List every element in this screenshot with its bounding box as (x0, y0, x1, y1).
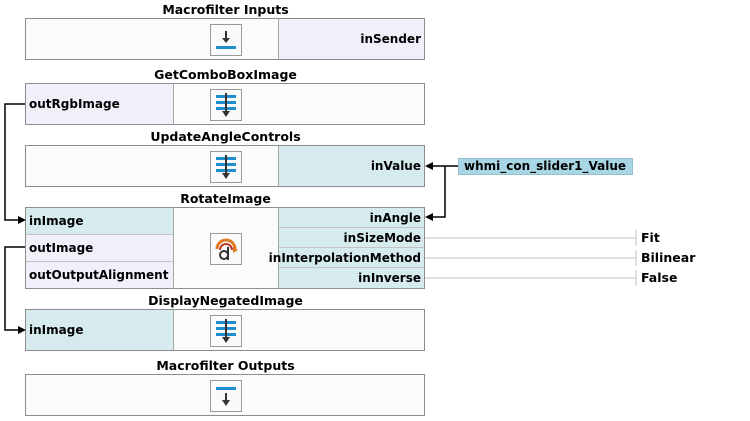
port-in-image-display[interactable]: inImage (29, 323, 84, 337)
rotate-image-icon (210, 233, 242, 265)
port-in-angle[interactable]: inAngle (279, 208, 424, 228)
rotate-image-left-column: inImage outImage outOutputAlignment (26, 208, 174, 288)
rotate-image-block[interactable]: inImage outImage outOutputAlignment inAn… (25, 207, 425, 289)
port-in-inverse[interactable]: inInverse (279, 268, 424, 288)
macrofilter-inputs-right-column: inSender (278, 19, 424, 59)
wire-external-to-in-angle (430, 166, 446, 218)
port-in-interpolation-method[interactable]: inInterpolationMethod (269, 248, 424, 268)
param-value-inverse[interactable]: False (641, 270, 678, 285)
port-in-image[interactable]: inImage (26, 208, 173, 235)
port-in-size-mode[interactable]: inSizeMode (279, 228, 424, 248)
rotate-image-title: RotateImage (180, 191, 271, 206)
arrow-head-rotate-in-image (18, 216, 26, 224)
param-value-interpolation-method[interactable]: Bilinear (641, 250, 696, 265)
wire-rotate-out-to-display (4, 246, 25, 331)
get-combo-box-image-block[interactable]: outRgbImage (25, 83, 425, 125)
macrofilter-outputs-block[interactable] (25, 374, 425, 416)
display-negated-image-left-column: inImage (26, 310, 174, 350)
arrow-head-in-value (425, 162, 433, 170)
rotate-image-right-column: inAngle inSizeMode inInterpolationMethod… (269, 208, 424, 288)
external-input-slider-value[interactable]: whmi_con_slider1_Value (458, 158, 633, 175)
stacked-bars-arrow-icon (210, 315, 242, 347)
port-in-value[interactable]: inValue (370, 159, 421, 173)
update-angle-controls-right-column: inValue (278, 146, 424, 186)
param-value-size-mode[interactable]: Fit (641, 230, 660, 245)
display-negated-image-title: DisplayNegatedImage (148, 293, 303, 308)
port-out-rgb-image[interactable]: outRgbImage (29, 97, 120, 111)
stacked-bars-arrow-icon (210, 89, 242, 121)
wire-rgb-image-to-rotate (4, 103, 25, 221)
get-combo-box-image-left-column: outRgbImage (26, 84, 174, 124)
port-out-output-alignment[interactable]: outOutputAlignment (26, 262, 173, 288)
arrow-down-to-bar-icon (210, 24, 242, 56)
arrow-head-in-angle (425, 213, 433, 221)
update-angle-controls-title: UpdateAngleControls (150, 129, 301, 144)
bar-arrow-down-icon (210, 380, 242, 412)
get-combo-box-image-title: GetComboBoxImage (154, 67, 297, 82)
macrofilter-outputs-title: Macrofilter Outputs (156, 358, 295, 373)
macrofilter-inputs-block[interactable]: inSender (25, 18, 425, 60)
port-out-image[interactable]: outImage (26, 235, 173, 262)
display-negated-image-block[interactable]: inImage (25, 309, 425, 351)
stacked-bars-arrow-icon (210, 151, 242, 183)
macrofilter-inputs-title: Macrofilter Inputs (162, 2, 289, 17)
update-angle-controls-block[interactable]: inValue (25, 145, 425, 187)
arrow-head-display-in-image (18, 326, 26, 334)
port-in-sender[interactable]: inSender (360, 32, 421, 46)
